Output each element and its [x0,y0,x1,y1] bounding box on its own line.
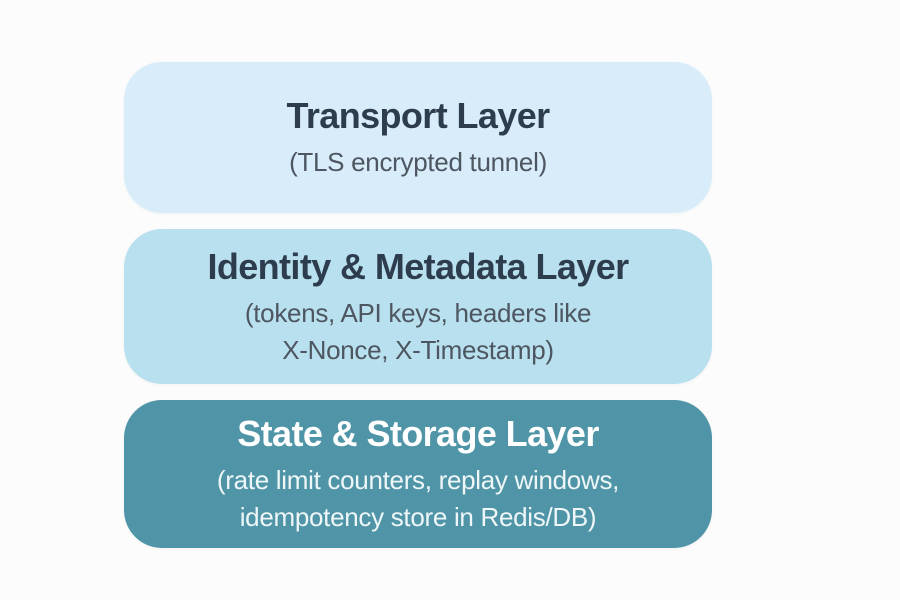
layer-subtitle-transport: (TLS encrypted tunnel) [289,147,547,177]
layer-box-transport: Transport Layer (TLS encrypted tunnel) [124,62,712,213]
layer-title-transport: Transport Layer [286,95,550,136]
layer-subtitle-line: (rate limit counters, replay windows, [216,465,620,495]
layer-title-state-storage: State & Storage Layer [237,413,599,454]
layer-box-identity-metadata: Identity & Metadata Layer (tokens, API k… [124,229,712,384]
layer-subtitle-line: X-Nonce, X-Timestamp) [282,334,554,365]
layer-subtitle-line: (tokens, API keys, headers like [244,297,592,328]
layer-subtitle-state-storage: (rate limit counters, replay windows, id… [217,462,619,536]
layer-title-identity-metadata: Identity & Metadata Layer [207,245,629,287]
layer-subtitle-line: idempotency store in Redis/DB) [239,502,597,532]
layer-box-state-storage: State & Storage Layer (rate limit counte… [124,400,712,548]
layer-subtitle-identity-metadata: (tokens, API keys, headers like X-Nonce,… [244,295,592,369]
